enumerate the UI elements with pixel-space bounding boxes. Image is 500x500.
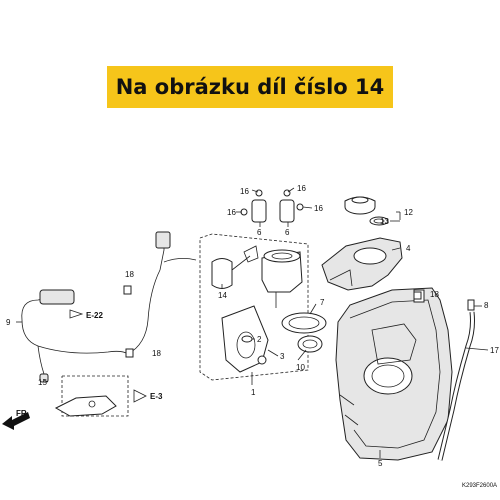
part-number-banner: Na obrázku díl číslo 14 [107,66,393,108]
label-1: 1 [251,388,256,397]
diagram-code: K293F2600A [462,483,497,489]
arrow-e3-icon [133,389,147,403]
part-14-fuel-filter [211,245,259,289]
label-18: 18 [430,290,439,299]
label-9: 9 [6,318,11,327]
part-2-oring [241,335,253,343]
fuel-pump-body [261,249,303,308]
label-6: 6 [285,228,290,237]
label-8: 8 [484,301,489,310]
label-3: 3 [280,352,285,361]
arrow-e22-icon [69,309,84,319]
ref-e3: E-3 [150,392,163,401]
ref-e22: E-22 [86,311,103,320]
part-6-bracket-right [279,189,304,223]
label-18: 18 [125,270,134,279]
label-16: 16 [240,187,249,196]
label-16: 16 [297,184,306,193]
label-16: 16 [227,208,236,217]
label-14: 14 [218,291,227,300]
part-6-bracket-left [240,189,267,223]
part-18-bolts [123,285,422,358]
pump-assembly-box [199,233,309,381]
label-12: 12 [404,208,413,217]
label-17: 17 [490,346,499,355]
part-4-cover [321,237,403,291]
label-16: 16 [314,204,323,213]
part-17-hose [437,299,475,461]
label-7: 7 [320,298,325,307]
part-12-fuel-cap [344,196,376,215]
part-7-seal [281,312,327,334]
part-15-bracket [54,375,129,417]
ref-fr: FR. [16,409,29,418]
label-6: 6 [257,228,262,237]
arrow-forward-icon [2,412,30,430]
part-13-gasket [369,216,389,226]
label-13: 13 [380,217,389,226]
label-15: 15 [38,378,47,387]
leader-lines [16,187,489,458]
part-9-harness [21,231,197,383]
part-10-seal [297,335,323,353]
fuel-tank [335,287,453,461]
label-4: 4 [406,244,411,253]
label-5: 5 [378,459,383,468]
label-18: 18 [152,349,161,358]
label-2: 2 [257,335,262,344]
label-10: 10 [296,363,305,372]
